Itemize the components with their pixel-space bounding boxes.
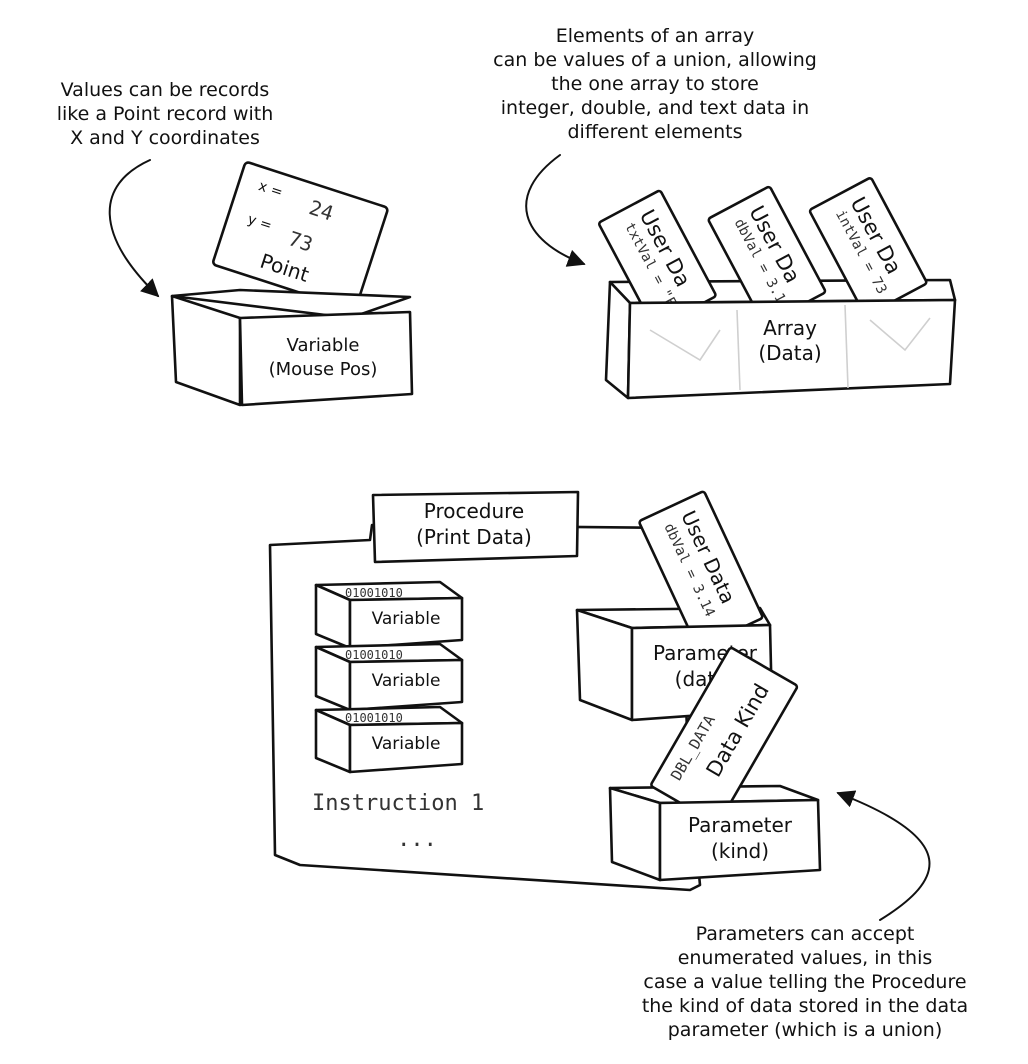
variable-label: Variable — [372, 734, 441, 754]
array-note: Elements of an array can be values of a … — [445, 24, 865, 144]
record-note: Values can be records like a Point recor… — [20, 78, 310, 150]
procedure-variable-2: 01001010 Variable — [314, 642, 464, 712]
record-note-line: like a Point record with — [56, 103, 274, 125]
param-kind-name: (kind) — [711, 839, 769, 863]
variable-bits: 01001010 — [345, 586, 403, 600]
array-note-line: Elements of an array — [555, 25, 755, 47]
procedure-name: (Print Data) — [416, 525, 532, 549]
array-arrow — [525, 154, 586, 267]
procedure-title-box: Procedure (Print Data) — [371, 490, 580, 564]
variable-bits: 01001010 — [345, 711, 403, 725]
mouse-var-label: Variable — [287, 335, 360, 356]
enum-arrow — [836, 790, 931, 921]
variable-bits: 01001010 — [345, 648, 403, 662]
point-x-label: x = — [256, 178, 284, 201]
parameter-data: dbVal = 3.14 User Data Parameter (data) — [575, 490, 774, 722]
array-container: txtVal = "Fre User Da dbVal = 3.1 User D… — [598, 177, 957, 400]
enum-note-line: the kind of data stored in the data — [641, 995, 969, 1017]
point-card: x = 24 y = 73 Point — [212, 161, 389, 311]
record-note-line: Values can be records — [60, 79, 270, 101]
procedure-variable-1: 01001010 Variable — [314, 580, 464, 650]
enum-note-line: enumerated values, in this — [677, 947, 933, 969]
instruction-text: Instruction 1 — [312, 791, 484, 816]
procedure-variable-3: 01001010 Variable — [314, 705, 464, 774]
array-label: Array — [763, 316, 817, 340]
mouse-var-name: (Mouse Pos) — [269, 359, 378, 380]
variable-label: Variable — [372, 609, 441, 629]
array-card-1: dbVal = 3.1 User Da — [707, 185, 827, 326]
array-note-line: can be values of a union, allowing — [493, 49, 817, 71]
point-y-label: y = — [246, 211, 274, 234]
array-name: (Data) — [758, 341, 821, 365]
enum-note-line: case a value telling the Procedure — [643, 971, 967, 993]
enum-note-line: Parameters can accept — [695, 923, 915, 945]
param-kind-label: Parameter — [688, 813, 793, 837]
variable-label: Variable — [372, 671, 441, 691]
enum-note-line: parameter (which is a union) — [667, 1019, 943, 1041]
array-note-line: different elements — [567, 121, 743, 143]
array-note-line: the one array to store — [551, 73, 759, 95]
record-note-line: X and Y coordinates — [70, 127, 260, 149]
procedure-label: Procedure — [424, 499, 525, 523]
parameter-kind-card: DBL_DATA Data Kind — [650, 646, 799, 825]
array-note-line: integer, double, and text data in — [500, 97, 810, 119]
enum-note: Parameters can accept enumerated values,… — [600, 922, 1010, 1042]
instruction-ellipsis: ... — [397, 827, 437, 852]
record-arrow — [108, 159, 160, 298]
mouse-pos-variable: Variable (Mouse Pos) — [170, 288, 414, 407]
parameter-data-card: dbVal = 3.14 User Data — [638, 490, 764, 649]
parameter-kind: DBL_DATA Data Kind Parameter (kind) — [608, 646, 822, 882]
